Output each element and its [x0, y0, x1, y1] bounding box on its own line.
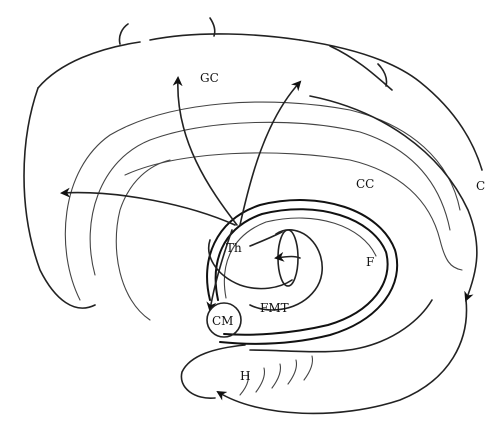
hippocampus-shape	[180, 299, 433, 399]
label-f: F	[366, 255, 374, 269]
return-to-hippocampus-arrow	[216, 299, 468, 415]
label-h: H	[240, 369, 250, 383]
label-th: Th	[226, 241, 242, 255]
mtt-to-thalamus-arrow	[274, 251, 301, 262]
fornix-arc	[206, 199, 399, 345]
label-gc: GC	[200, 71, 219, 85]
cingulate-contours	[64, 101, 463, 321]
label-c: C	[476, 179, 485, 193]
cortex-outline	[23, 17, 483, 309]
label-cm: CM	[212, 314, 233, 328]
label-fmt: FMT	[260, 301, 289, 315]
cingulum-arrow	[309, 95, 478, 302]
label-cc: CC	[356, 177, 374, 191]
mammillary-body	[206, 302, 242, 338]
thalamus-projection-arrows	[60, 76, 302, 226]
